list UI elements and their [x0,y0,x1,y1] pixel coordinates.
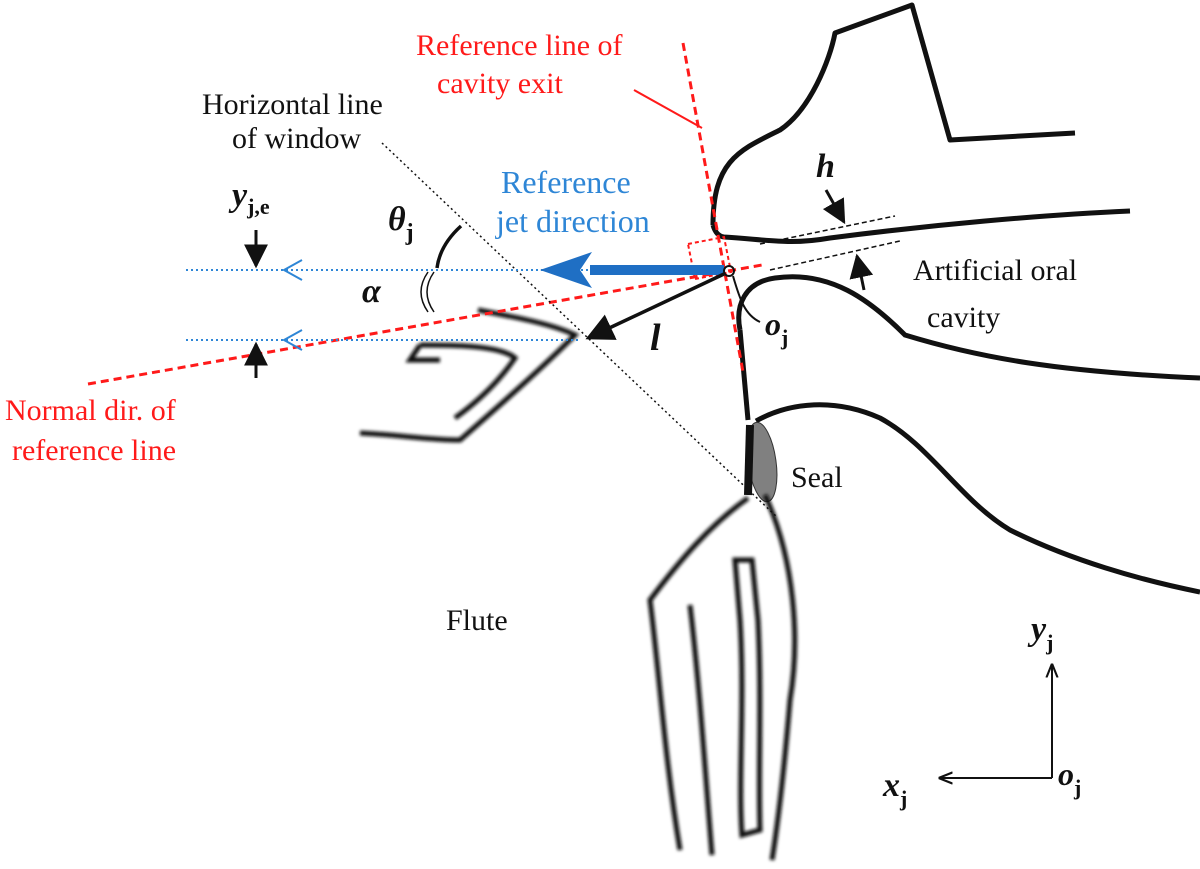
reference-jet-direction-arrowhead [540,252,592,288]
jet-direction-label-1: Reference [501,164,631,200]
yj-axis-symbol: yj [1027,611,1053,655]
reference-line-label-1: Reference line of [416,29,623,62]
jet-origin-marker [723,265,735,277]
jet-origin-leader [732,275,761,323]
theta-angle-arc [435,224,463,269]
flute-body-lower [647,493,798,861]
alpha-angle-arc-inner [426,271,435,313]
alpha-angle-arc [420,271,429,313]
jet-centerline-upper-arrowhead [281,259,303,281]
oral-cavity-label-2: cavity [927,301,1000,334]
seal-edge [744,424,754,496]
h-arrow-down [822,189,846,225]
jet-centerline-lower-arrowhead [281,329,303,351]
distance-l-vector [585,272,725,340]
seal-label: Seal [791,461,843,494]
jet-direction-label-2: jet direction [495,203,650,239]
oral-cavity-label-1: Artificial oral [913,254,1077,287]
lower-lip-outline [737,329,751,421]
horizontal-line-label-2: of window [232,122,361,155]
reference-line-label-2: cavity exit [437,67,563,100]
h-guide-upper [759,215,896,245]
lower-cavity-wall [736,274,1200,381]
l-symbol: l [650,317,661,359]
normal-dir-label-2: reference line [12,434,176,467]
normal-dir-label-1: Normal dir. of [5,394,176,427]
alpha-symbol: α [362,273,382,310]
oj-axis-origin-symbol: oj [1058,756,1081,800]
reference-line-leader [633,89,703,129]
h-arrow-up [849,253,874,291]
normal-direction-line [87,263,763,386]
flute-label: Flute [446,604,508,637]
yje-symbol: yj,e [228,177,270,219]
upper-lip-outline [710,2,1076,226]
h-guide-lower [769,240,901,271]
xj-axis-symbol: xj [882,767,907,811]
theta-symbol: θj [388,201,414,246]
horizontal-line-of-window [381,142,778,518]
h-symbol: h [816,148,835,185]
oj-origin-symbol: oj [765,306,788,350]
horizontal-line-label-1: Horizontal line [202,88,383,121]
chin-outline [754,402,1200,595]
upper-cavity-wall [710,208,1131,245]
flute-body-upper [359,307,580,443]
reference-line-of-cavity-exit [681,42,745,373]
